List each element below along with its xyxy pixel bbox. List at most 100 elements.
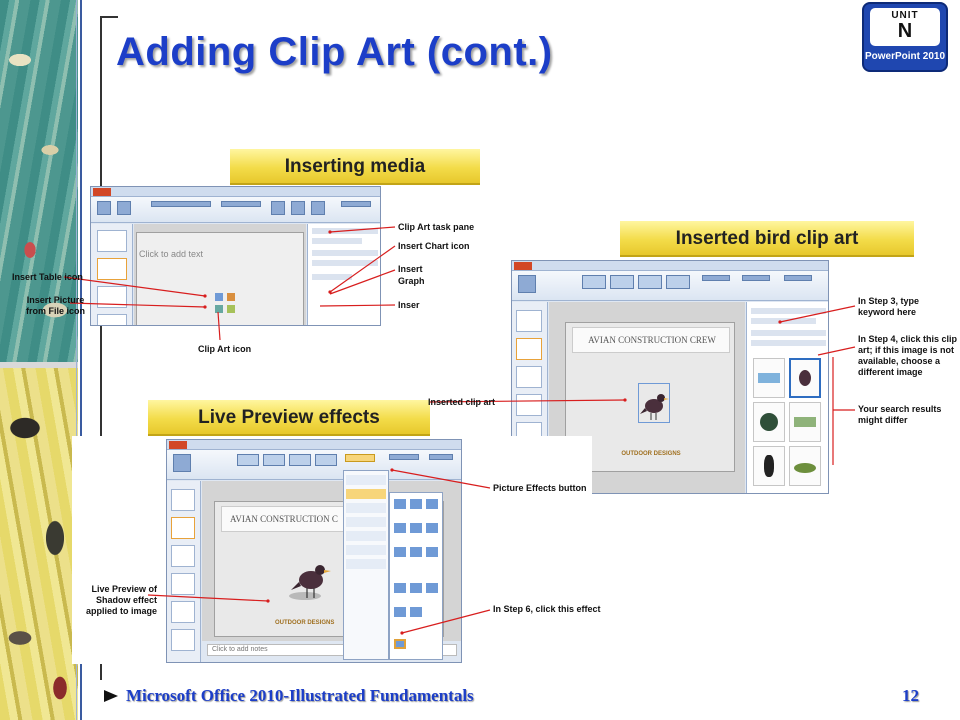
callout-insert-table: Insert Table icon (12, 272, 83, 282)
file-tab (169, 441, 187, 449)
picture-style (666, 275, 690, 289)
paragraph-box (221, 201, 261, 207)
clip-art-task-pane (746, 302, 828, 493)
unit-letter: N (897, 20, 913, 42)
callout-step6: In Step 6, click this effect (493, 604, 601, 614)
insert-chart-icon (227, 293, 235, 301)
callout-picture-effects: Picture Effects button (493, 483, 587, 493)
banner-inserted-bird: Inserted bird clip art (620, 221, 914, 257)
footer-logo: OUTDOOR DESIGNS (275, 620, 335, 626)
decorative-side-strip (0, 0, 78, 720)
callout-clip-art-pane: Clip Art task pane (398, 222, 475, 232)
teal-texture (0, 0, 78, 362)
strip-divider (0, 362, 78, 368)
slide-heading: AVIAN CONSTRUCTION C (230, 514, 338, 524)
slide-page: Click to add text (136, 232, 304, 325)
slide-title: Adding Clip Art (cont.) (116, 30, 553, 74)
bracket-top (100, 16, 118, 18)
bird-clip-art (289, 565, 331, 600)
notes-placeholder: Click to add notes (212, 646, 268, 653)
arrange-icon (291, 201, 305, 215)
slide-thumb (97, 258, 127, 280)
bird-with-shadow (287, 556, 335, 604)
page-number: 12 (902, 686, 919, 705)
file-tab (514, 262, 532, 270)
clip-result (789, 402, 821, 442)
callout-insert-chart: Insert Chart icon (398, 241, 470, 251)
picture-border (702, 275, 730, 281)
clip-result (753, 358, 785, 398)
screenshot-live-preview: AVIAN CONSTRUCTION C OUTDOOR DESIGNS Cli… (166, 439, 462, 663)
picture-style (610, 275, 634, 289)
arrange (742, 275, 770, 281)
unit-badge: UNIT N PowerPoint 2010 (862, 2, 948, 72)
new-slide-icon (117, 201, 131, 215)
footer-text: Microsoft Office 2010-Illustrated Fundam… (126, 686, 474, 705)
ribbon-tabs (167, 440, 461, 450)
callout-insert-picture: Insert Picture from File icon (26, 295, 86, 316)
clip-result (753, 446, 785, 486)
yellow-texture (0, 368, 78, 720)
banner-live-preview: Live Preview effects (148, 400, 430, 436)
bracket-left (100, 16, 102, 680)
ribbon-tabs (91, 187, 380, 197)
callout-inserted-clip-art: Inserted clip art (428, 397, 496, 407)
footer-arrow-icon (104, 690, 118, 702)
file-tab (93, 188, 111, 196)
selected-bird-clip (638, 383, 670, 423)
insert-picture-icon (215, 305, 223, 313)
ribbon (91, 197, 380, 223)
ribbon (167, 450, 461, 480)
callout-step4: In Step 4, click this clip art; if this … (858, 334, 958, 377)
strip-border-line (80, 0, 82, 720)
callout-clip-art-icon: Clip Art icon (198, 344, 252, 354)
shadow-gallery (389, 492, 443, 660)
clip-result (753, 402, 785, 442)
callout-insert-graphic-2: Graph (398, 276, 425, 286)
quick-styles-icon (311, 201, 325, 215)
ribbon-tabs (512, 261, 828, 271)
perspective-shadow-effect (394, 639, 406, 649)
slide-page: AVIAN CONSTRUCTION CREW OUTDOOR DESIGNS (565, 322, 735, 472)
screenshot-inserting-media: Click to add text (90, 186, 381, 326)
font-box (151, 201, 211, 207)
footer-logo: OUTDOOR DESIGNS (621, 451, 681, 457)
picture-effects-menu (343, 470, 389, 660)
content-placeholder: Click to add text (139, 249, 204, 259)
callout-results: Your search results might differ (858, 404, 942, 425)
paste-icon (97, 201, 111, 215)
bird-clip-art (640, 394, 669, 420)
insert-table-icon (215, 293, 223, 301)
slide-thumbnails (167, 481, 201, 662)
callout-step3: In Step 3, type keyword here (858, 296, 920, 317)
clip-art-icon (227, 305, 235, 313)
clip-art-task-pane (307, 224, 380, 325)
slide-thumbnails (91, 224, 133, 325)
clip-result (789, 446, 821, 486)
remove-background-icon (173, 454, 191, 472)
shapes-icon (271, 201, 285, 215)
clip-result-selected (789, 358, 821, 398)
banner-inserting-media: Inserting media (230, 149, 480, 185)
callout-live-preview: Live Preview of Shadow effect applied to… (86, 584, 158, 616)
slide-thumb (97, 230, 127, 252)
callout-insert-graphic: Insert (398, 264, 423, 274)
picture-effects-button (345, 454, 375, 462)
slide-area: Click to add text (134, 224, 306, 325)
unit-word: UNIT (891, 10, 919, 21)
picture-style (638, 275, 662, 289)
slide-area: AVIAN CONSTRUCTION CREW OUTDOOR DESIGNS (549, 302, 745, 493)
screenshot-inserted-bird: AVIAN CONSTRUCTION CREW OUTDOOR DESIGNS (511, 260, 829, 494)
ribbon (512, 271, 828, 301)
slide-thumb (97, 314, 127, 325)
slide-heading: AVIAN CONSTRUCTION CREW (588, 335, 716, 345)
strip-edge-line (76, 0, 77, 720)
size (784, 275, 812, 281)
unit-product: PowerPoint 2010 (864, 51, 946, 62)
slide-thumb (97, 286, 127, 308)
unit-box: UNIT N (870, 8, 940, 46)
picture-style (582, 275, 606, 289)
remove-background-icon (518, 275, 536, 293)
callout-insert-media: Inser (398, 300, 420, 310)
editing-box (341, 201, 371, 207)
